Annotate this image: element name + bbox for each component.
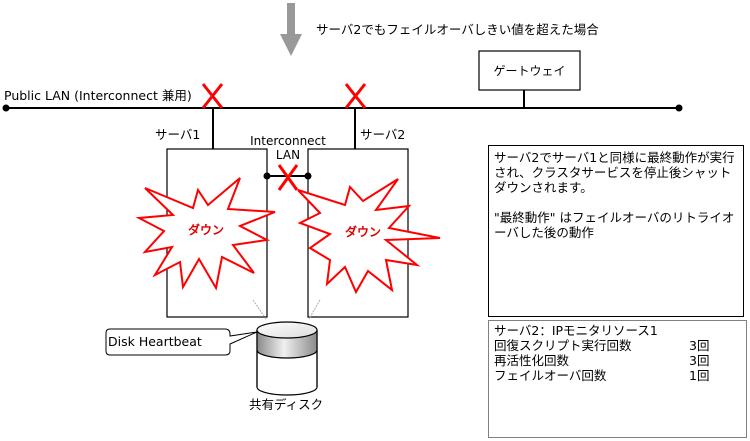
monitor-row-label: 再活性化回数 [494, 353, 570, 368]
monitor-row: 回復スクリプト実行回数 3回 [494, 338, 742, 353]
interconnect-label-line2: LAN [275, 148, 301, 162]
monitor-title: サーバ2：IPモニタリソース1 [494, 323, 658, 338]
down-burst-server1 [135, 177, 276, 291]
monitor-row: フェイルオーバ回数 1回 [494, 368, 742, 383]
description-paragraph-2: "最終動作" はフェイルオーバのリトライオーバした後の動作 [494, 210, 735, 240]
failure-x-icon-server2-link [344, 83, 367, 109]
disk-heartbeat-label: Disk Heartbeat [108, 334, 202, 349]
gateway-box [478, 50, 581, 91]
disk-heartbeat-callout [105, 328, 258, 356]
monitor-row-value: 3回 [689, 338, 710, 353]
monitor-box [488, 320, 747, 438]
down-burst-server2 [297, 178, 441, 295]
heartbeat-line-right [308, 299, 321, 320]
public-lan-label: Public LAN (Interconnect 兼用) [4, 88, 192, 103]
monitor-row-value: 1回 [689, 368, 710, 383]
monitor-panel: サーバ2：IPモニタリソース1 回復スクリプト実行回数 3回 再活性化回数 3回… [494, 323, 742, 383]
monitor-row-value: 3回 [689, 353, 710, 368]
description-box [488, 145, 744, 317]
shared-disk-icon [256, 321, 318, 396]
gateway-label: ゲートウェイ [493, 64, 566, 78]
monitor-row: 再活性化回数 3回 [494, 353, 742, 368]
server1-status: ダウン [188, 223, 225, 237]
lan-endpoint-right [675, 104, 683, 112]
interconnect-label-line1: Interconnect [250, 134, 326, 148]
server2-status: ダウン [345, 225, 382, 239]
server1-label: サーバ1 [155, 127, 201, 142]
description-text: サーバ2でサーバ1と同様に最終動作が実行され、クラスタサービスを停止後シャットダ… [494, 150, 738, 240]
monitor-row-label: 回復スクリプト実行回数 [494, 338, 632, 353]
description-paragraph-1: サーバ2でサーバ1と同様に最終動作が実行され、クラスタサービスを停止後シャットダ… [494, 150, 735, 195]
lan-endpoint-left [2, 104, 10, 112]
public-lan-line [2, 104, 683, 112]
scenario-caption: サーバ2でもフェイルオーバしきい値を超えた場合 [316, 22, 599, 37]
heartbeat-line-left [252, 299, 267, 320]
down-arrow-icon [280, 3, 302, 56]
failure-x-icon-server1-link [201, 83, 224, 109]
shared-disk-label: 共有ディスク [249, 397, 324, 412]
failure-x-icon-interconnect [277, 164, 299, 191]
server2-label: サーバ2 [360, 127, 406, 142]
monitor-row-label: フェイルオーバ回数 [494, 368, 607, 383]
